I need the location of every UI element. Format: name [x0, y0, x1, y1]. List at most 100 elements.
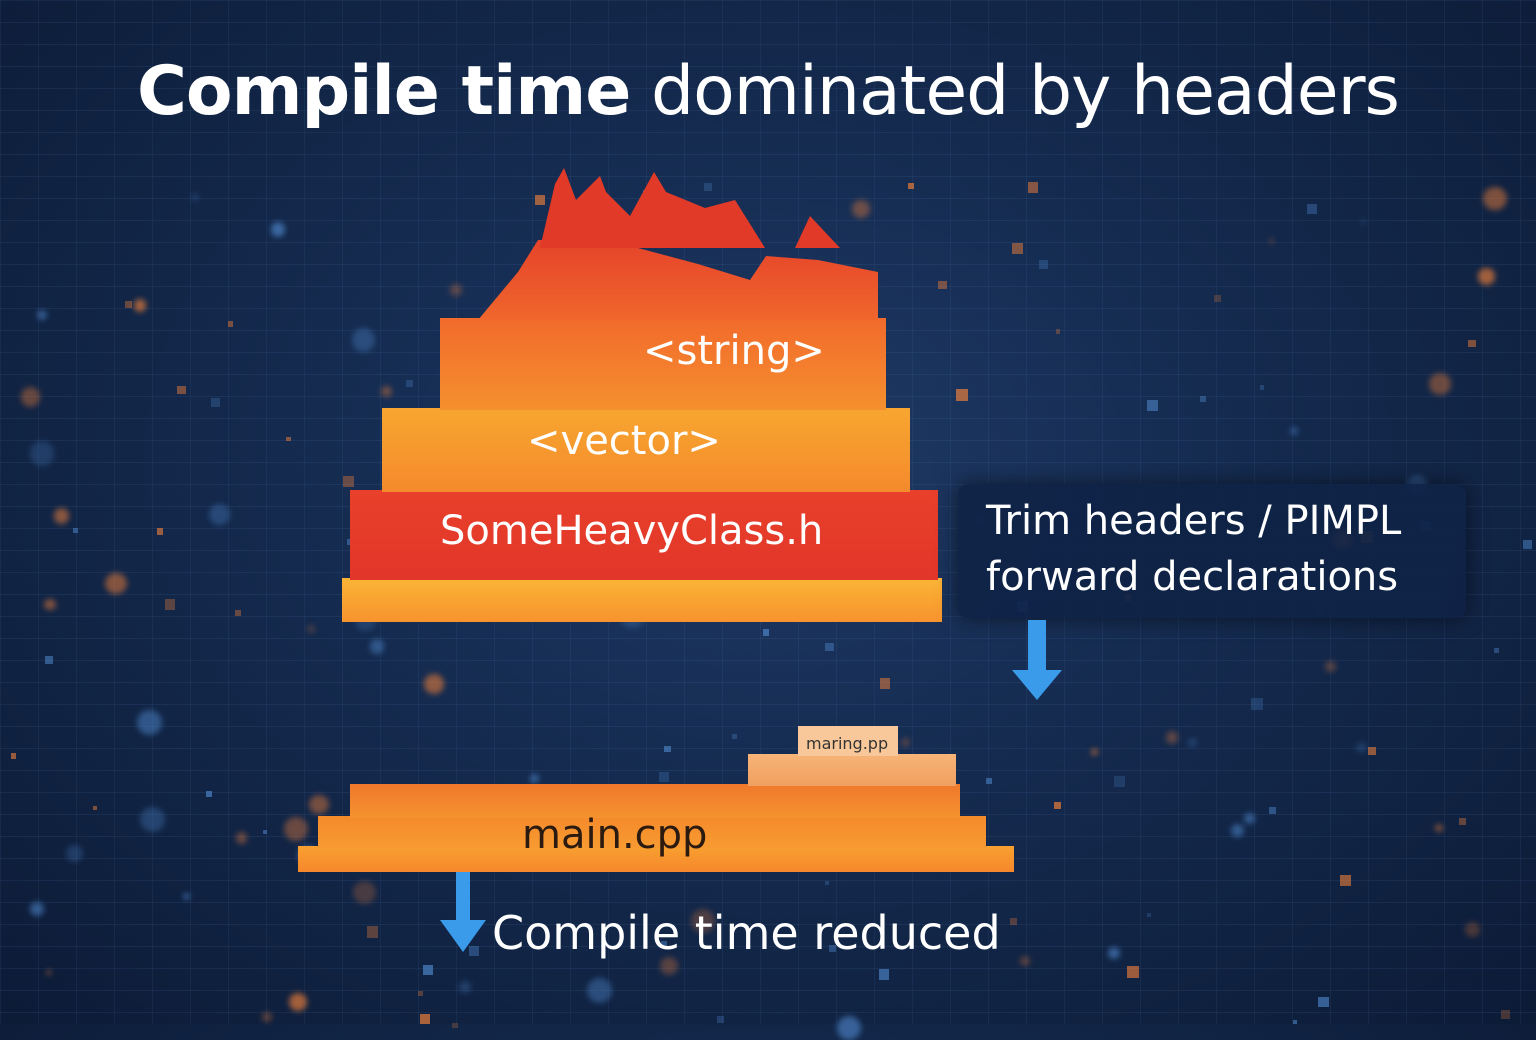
particle	[423, 965, 434, 975]
flame-bar-main-2	[350, 784, 960, 818]
particle	[270, 222, 286, 237]
label-main-cpp: main.cpp	[522, 812, 708, 858]
flame-bar-maring	[798, 726, 898, 756]
particle	[93, 805, 98, 811]
flame-bar-someheavyclass	[350, 490, 938, 580]
particle	[420, 1014, 431, 1025]
particle	[289, 993, 308, 1012]
particle	[208, 503, 231, 525]
particle	[1146, 400, 1158, 412]
flame-bar-main-root	[298, 846, 1014, 872]
particle	[837, 1015, 862, 1040]
particle	[664, 745, 671, 753]
particle	[30, 901, 45, 916]
particle	[1114, 775, 1126, 787]
particle	[44, 599, 56, 611]
particle	[1340, 875, 1352, 887]
particle	[1200, 395, 1207, 402]
flame-bar-string	[440, 318, 886, 410]
particle	[183, 893, 191, 901]
particle	[1259, 385, 1265, 390]
arrow-down-icon	[1012, 620, 1062, 700]
particle	[54, 508, 70, 524]
particle	[29, 441, 54, 466]
particle	[658, 771, 669, 782]
particle	[424, 674, 445, 694]
particle	[133, 299, 147, 312]
particle	[1292, 1019, 1297, 1024]
particle	[417, 990, 424, 997]
particle	[1053, 802, 1061, 810]
particle	[380, 385, 393, 398]
particle	[1289, 426, 1298, 435]
flame-bar-root	[342, 578, 942, 622]
particle	[351, 328, 376, 352]
particle	[228, 321, 234, 327]
particle	[309, 794, 329, 814]
particle	[530, 773, 539, 783]
particle	[1251, 698, 1263, 711]
particle	[307, 625, 316, 634]
particle	[900, 737, 910, 747]
particle	[469, 946, 480, 956]
particle	[283, 816, 309, 842]
particle	[829, 944, 837, 952]
particle	[369, 638, 385, 654]
particle	[878, 969, 890, 980]
flame-bar-maring-2	[748, 754, 956, 786]
particle	[125, 301, 133, 309]
particle	[659, 957, 678, 976]
optimization-callout: Trim headers / PIMPL forward declaration…	[958, 484, 1466, 618]
particle	[1268, 237, 1275, 244]
particle	[20, 387, 41, 407]
particle	[587, 978, 613, 1004]
label-vector: <vector>	[527, 418, 721, 464]
particle	[1039, 260, 1048, 269]
particle	[704, 183, 713, 191]
label-string: <string>	[643, 328, 825, 374]
particle	[851, 200, 870, 219]
particle	[46, 970, 52, 976]
particle	[137, 710, 163, 736]
particle	[1231, 824, 1245, 838]
particle	[458, 980, 472, 993]
particle	[164, 598, 176, 610]
result-label: Compile time reduced	[492, 906, 1001, 960]
particle	[660, 940, 668, 948]
particle	[1009, 917, 1018, 925]
particle	[1268, 807, 1276, 815]
particle	[717, 1015, 725, 1023]
particle	[1187, 737, 1197, 748]
particle	[37, 310, 48, 321]
particle	[139, 806, 165, 832]
callout-line-2: forward declarations	[986, 554, 1399, 600]
particle	[156, 528, 164, 535]
particle	[938, 280, 947, 290]
particle	[1244, 813, 1255, 824]
particle	[1368, 747, 1377, 756]
particle	[342, 475, 354, 487]
particle	[450, 284, 462, 297]
particle	[1467, 339, 1476, 348]
particle	[105, 572, 127, 595]
particle	[73, 527, 78, 533]
particle	[1324, 660, 1336, 673]
particle	[1429, 373, 1451, 395]
particle	[1318, 997, 1329, 1008]
particle	[907, 182, 914, 190]
particle	[1165, 730, 1179, 744]
particle	[235, 832, 248, 844]
particle	[1019, 955, 1030, 966]
particle	[1127, 966, 1139, 978]
particle	[825, 642, 834, 652]
particle	[1459, 818, 1466, 825]
particle	[211, 398, 221, 407]
particle	[1307, 204, 1318, 215]
particle	[985, 778, 993, 785]
flame-bar-main	[318, 816, 986, 848]
particle	[1500, 1010, 1510, 1020]
particle	[1091, 748, 1098, 756]
particle	[235, 610, 241, 617]
particle	[286, 436, 291, 442]
particle	[1356, 741, 1367, 753]
